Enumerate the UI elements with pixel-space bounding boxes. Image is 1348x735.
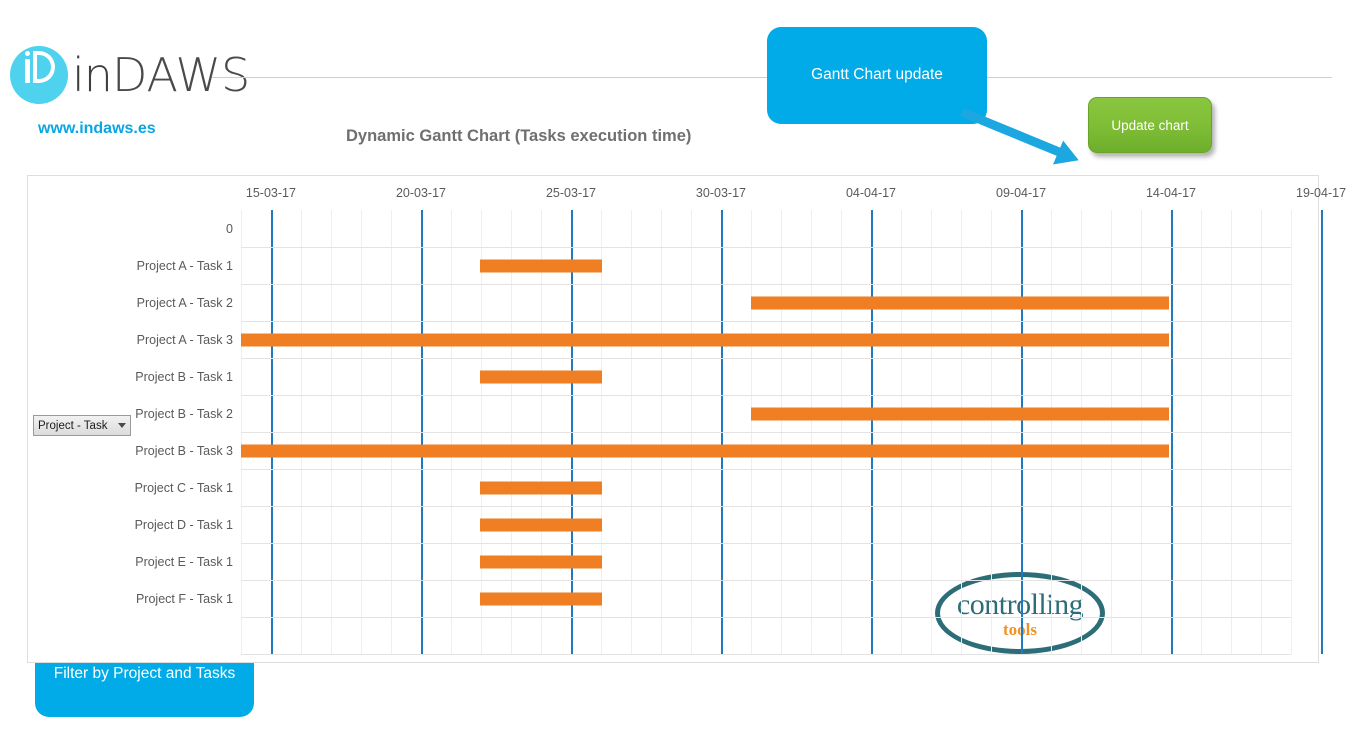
controlling-tools-watermark: controlling tools bbox=[935, 572, 1105, 654]
x-axis-tick-14-04-17: 14-04-17 bbox=[1145, 186, 1197, 200]
grid-row-separator bbox=[241, 654, 1291, 655]
y-axis-tick-project-a---task-3: Project A - Task 3 bbox=[136, 332, 233, 347]
update-chart-button[interactable]: Update chart bbox=[1088, 97, 1212, 153]
x-axis-tick-labels: 15-03-17 20-03-17 25-03-17 30-03-17 04-04-17… bbox=[28, 186, 1346, 206]
brand-wordmark-suffix: DAWS bbox=[111, 48, 251, 102]
x-axis-tick-09-04-17: 09-04-17 bbox=[996, 186, 1047, 200]
chevron-down-icon bbox=[118, 423, 126, 428]
grid-row-separator bbox=[241, 247, 1291, 248]
brand-logo-letter-d-stem bbox=[33, 51, 37, 83]
grid-row-separator bbox=[241, 395, 1291, 396]
gantt-bar-project-f---task-1[interactable] bbox=[480, 592, 603, 605]
y-axis-tick-project-b---task-1: Project B - Task 1 bbox=[135, 369, 233, 384]
y-axis-tick-project-e---task-1: Project E - Task 1 bbox=[135, 554, 233, 569]
x-axis-tick-04-04-17: 04-04-17 bbox=[845, 186, 897, 200]
y-axis-tick-project-c---task-1: Project C - Task 1 bbox=[134, 480, 233, 495]
gantt-bar-project-e---task-1[interactable] bbox=[480, 555, 603, 568]
grid-row-separator bbox=[241, 506, 1291, 507]
watermark-line-2: tools bbox=[1003, 620, 1037, 639]
y-axis-tick-project-f---task-1: Project F - Task 1 bbox=[135, 591, 233, 606]
y-axis-tick-project-a---task-2: Project A - Task 2 bbox=[136, 295, 233, 310]
filter-dropdown-label: Project - Task bbox=[38, 419, 108, 432]
gantt-bar-project-a---task-3[interactable] bbox=[241, 333, 1170, 346]
grid-row-separator bbox=[241, 543, 1291, 544]
grid-row-separator bbox=[241, 321, 1291, 322]
brand-wordmark-prefix: in bbox=[72, 48, 113, 102]
gantt-bar-project-a---task-2[interactable] bbox=[751, 296, 1170, 309]
brand-logo-letter-d bbox=[33, 51, 55, 83]
project-task-filter-dropdown[interactable]: Project - Task bbox=[33, 415, 131, 436]
grid-row-separator bbox=[241, 469, 1291, 470]
grid-row-separator bbox=[241, 580, 1291, 581]
grid-row-separator bbox=[241, 617, 1291, 618]
x-axis-tick-25-03-17: 25-03-17 bbox=[545, 186, 597, 200]
y-axis-tick-project-d---task-1: Project D - Task 1 bbox=[134, 517, 233, 532]
x-axis-tick-19-04-17: 19-04-17 bbox=[1295, 186, 1347, 200]
gantt-bar-project-a---task-1[interactable] bbox=[480, 259, 603, 272]
watermark-line-1: controlling bbox=[956, 588, 1084, 621]
y-axis-tick-project-b---task-3: Project B - Task 3 bbox=[135, 443, 233, 458]
gantt-bar-project-b---task-3[interactable] bbox=[241, 444, 1170, 457]
grid-row-separator bbox=[241, 284, 1291, 285]
grid-line-minor bbox=[1291, 210, 1293, 654]
brand-url[interactable]: www.indaws.es bbox=[38, 120, 156, 137]
gantt-bar-project-c---task-1[interactable] bbox=[480, 481, 603, 494]
grid-row-separator bbox=[241, 358, 1291, 359]
x-axis-tick-30-03-17: 30-03-17 bbox=[695, 186, 746, 200]
gantt-bar-project-d---task-1[interactable] bbox=[480, 518, 603, 531]
y-axis-tick-project-a---task-1: Project A - Task 1 bbox=[136, 258, 233, 273]
brand-wordmark: inDAWS bbox=[72, 48, 250, 102]
brand-logo-letter-i bbox=[25, 59, 30, 83]
x-axis-tick-20-03-17: 20-03-17 bbox=[395, 186, 446, 200]
gantt-plot-area: controlling tools bbox=[240, 210, 1324, 655]
y-axis-tick-0: 0 bbox=[226, 221, 233, 236]
callout-gantt-chart-update: Gantt Chart update bbox=[767, 27, 987, 124]
grid-row-separator bbox=[241, 432, 1291, 433]
gantt-chart-panel: 15-03-17 20-03-17 25-03-17 30-03-17 04-04-17… bbox=[27, 175, 1346, 663]
brand-logo-letter-i-dot bbox=[25, 51, 30, 56]
gantt-bar-project-b---task-2[interactable] bbox=[751, 407, 1170, 420]
x-axis-tick-15-03-17: 15-03-17 bbox=[245, 186, 296, 200]
grid-line-major-19-04-17 bbox=[1321, 210, 1324, 654]
y-axis-tick-project-b---task-2: Project B - Task 2 bbox=[135, 406, 233, 421]
page-title: Dynamic Gantt Chart (Tasks execution tim… bbox=[346, 127, 692, 145]
watermark-ellipse-icon bbox=[935, 572, 1105, 654]
gantt-bar-project-b---task-1[interactable] bbox=[480, 370, 603, 383]
